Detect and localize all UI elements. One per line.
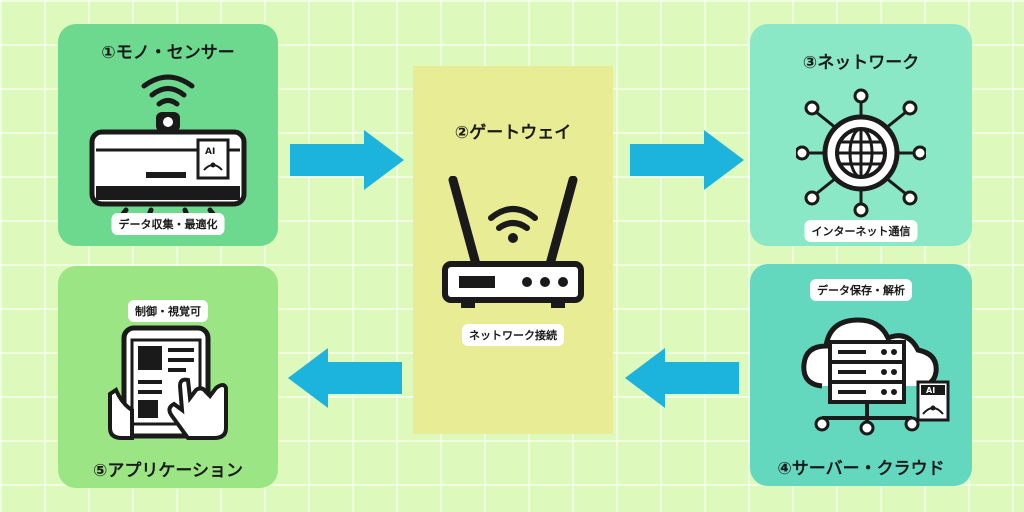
- network-title: ③ネットワーク: [802, 53, 920, 73]
- globe-network-icon: [796, 88, 926, 218]
- arrow-gateway-to-network: [630, 130, 744, 190]
- air-conditioner-icon: AI: [89, 74, 247, 223]
- app-card: 制御・視覚可 ⑤アプリケーション: [58, 266, 278, 488]
- tablet-touch-icon: [108, 325, 228, 440]
- ai-badge-text-cloud: AI: [926, 386, 935, 395]
- cloud-tag: データ保存・解析: [810, 279, 912, 301]
- network-tag: インターネット通信: [804, 220, 918, 242]
- cloud-card: データ保存・解析 AI ④サーバー・クラウド: [750, 264, 972, 486]
- sensor-title: ①モノ・センサー: [101, 43, 235, 63]
- app-tag: 制御・視覚可: [128, 300, 208, 322]
- arrow-sensor-to-gateway: [290, 130, 404, 190]
- cloud-title: ④サーバー・クラウド: [777, 459, 945, 479]
- network-card: ③ネットワーク インターネット通信: [750, 24, 972, 246]
- gateway-title: ②ゲートウェイ: [454, 123, 572, 143]
- sensor-tag: データ収集・最適化: [111, 213, 225, 235]
- ai-badge-text: AI: [205, 147, 215, 157]
- gateway-card: ②ゲートウェイ ネットワーク接続: [413, 66, 613, 434]
- wifi-router-icon: [442, 176, 584, 308]
- gateway-tag: ネットワーク接続: [462, 324, 564, 346]
- arrow-gateway-to-app: [288, 348, 402, 408]
- app-title: ⑤アプリケーション: [92, 461, 244, 481]
- sensor-card: ①モノ・センサー AI データ収集・最適化: [58, 24, 278, 246]
- arrow-cloud-to-gateway: [625, 348, 739, 408]
- cloud-server-icon: AI: [801, 317, 950, 436]
